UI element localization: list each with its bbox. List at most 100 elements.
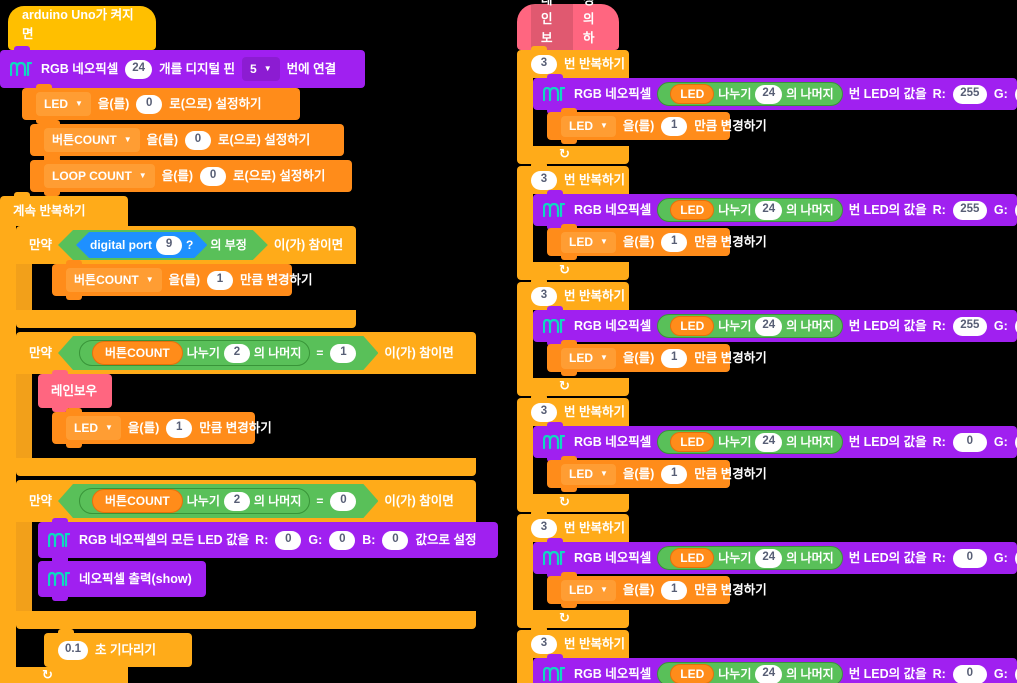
forever-loop-footer[interactable]: ↻ [0,667,128,683]
if-3-body[interactable]: RGB 네오픽셀의 모든 LED 값을 R: 0 G: 0 B: 0 값으로 설… [32,518,498,611]
neopixel-all-r-value[interactable]: 0 [275,530,302,550]
neopixel-show-block-left[interactable]: 네오픽셀 출력(show) [38,557,206,601]
if-1-body[interactable]: 버튼COUNT ▼ 을(를) 1 만큼 변경하기 [32,260,312,310]
repeat-1-footer[interactable]: ↻ [517,146,629,164]
repeat-2-footer[interactable]: ↻ [517,262,629,280]
repeat-3-footer[interactable]: ↻ [517,378,629,396]
variable-reporter-led-2[interactable]: LED [670,200,715,220]
if-2-body[interactable]: 레인보우 LED ▼ 을(를) 1 만큼 변경하기 [32,370,272,458]
neopixel-init-block[interactable]: RGB 네오픽셀 24 개를 디지털 핀 5 ▼ 번에 연결 [0,46,365,88]
set-variable-led-block[interactable]: LED ▼ 을(를) 0 로(으로) 설정하기 [22,84,300,124]
repeat-5-footer[interactable]: ↻ [517,610,629,628]
change-variable-buttoncount-block[interactable]: 버튼COUNT ▼ 을(를) 1 만큼 변경하기 [52,260,312,300]
modulo-6-value[interactable]: 24 [755,664,783,683]
neo-3-g-value[interactable]: 255 [1014,316,1017,336]
change-4-value[interactable]: 1 [661,464,688,484]
define-rainbow-hat-block[interactable]: 레인보우 정의하기 [517,0,619,69]
wait-seconds-value[interactable]: 0.1 [58,640,88,660]
neo-3-r-value[interactable]: 255 [952,316,987,336]
if-block-buttoncount-odd[interactable]: 만약 버튼COUNT 나누기 2 의 나머지 = 1 [16,332,520,476]
variable-reporter-buttoncount-2[interactable]: 버튼COUNT [92,341,183,365]
variable-reporter-led-6[interactable]: LED [670,664,715,683]
equals-2-compare[interactable]: 1 [330,344,356,363]
neopixel-set-all-block[interactable]: RGB 네오픽셀의 모든 LED 값을 R: 0 G: 0 B: 0 값으로 설… [38,518,498,562]
left-script-stack[interactable]: arduino Uno가 켜지면 RGB 네오픽셀 24 개를 디지털 핀 5 … [0,6,520,683]
neo-4-g-value[interactable]: 255 [1014,432,1017,452]
neo-6-g-value[interactable]: 255 [1014,664,1017,683]
digital-port-value[interactable]: 9 [156,236,182,255]
set-var-led-value[interactable]: 0 [136,94,163,114]
equals-3-compare[interactable]: 0 [330,492,356,511]
variable-reporter-led-5[interactable]: LED [670,548,715,568]
modulo-1-value[interactable]: 24 [755,84,783,104]
digital-port-sensing-block[interactable]: digital port 9 ? [76,232,207,258]
modulo-operator-block-3[interactable]: 버튼COUNT 나누기 2 의 나머지 [79,488,310,514]
change-1-value[interactable]: 1 [661,116,688,136]
neopixel-pin-dropdown[interactable]: 5 ▼ [242,57,280,81]
equals-operator-block-3[interactable]: 버튼COUNT 나누기 2 의 나머지 = 0 [58,484,378,518]
if-block-2-header[interactable]: 만약 버튼COUNT 나누기 2 의 나머지 = 1 [16,332,476,374]
change-var-led-dropdown-1[interactable]: LED▼ [561,115,616,137]
neo-1-r-value[interactable]: 255 [952,84,987,104]
set-variable-buttoncount-block[interactable]: 버튼COUNT ▼ 을(를) 0 로(으로) 설정하기 [30,120,344,160]
if-block-3-header[interactable]: 만약 버튼COUNT 나누기 2 의 나머지 = 0 [16,480,476,522]
set-var-buttoncount-dropdown[interactable]: 버튼COUNT ▼ [44,128,140,152]
modulo-5-value[interactable]: 24 [755,548,783,568]
if-block-buttoncount-even[interactable]: 만약 버튼COUNT 나누기 2 의 나머지 = 0 [16,480,520,629]
forever-loop-block[interactable]: 계속 반복하기 만약 digital port 9 ? [0,192,520,683]
neo-5-r-value[interactable]: 0 [952,548,987,568]
neo-4-r-value[interactable]: 0 [952,432,987,452]
repeat-5-count[interactable]: 3 [531,518,557,538]
neopixel-all-g-value[interactable]: 0 [329,530,356,550]
if-1-footer[interactable] [16,310,356,328]
neopixel-all-b-value[interactable]: 0 [382,530,409,550]
change-var-led-dropdown[interactable]: LED ▼ [66,416,121,440]
if-block-1-header[interactable]: 만약 digital port 9 ? 의 부정 이(가) 참이면 [16,226,356,264]
repeat-4-footer[interactable]: ↻ [517,494,629,512]
set-var-led-dropdown[interactable]: LED ▼ [36,92,91,116]
neo-2-g-value[interactable]: 100 [1014,200,1017,220]
custom-block-rainbow-call[interactable]: 레인보우 [38,370,112,412]
modulo-3-divisor[interactable]: 2 [224,492,250,511]
if-block-digital-port[interactable]: 만약 digital port 9 ? 의 부정 이(가) 참이면 [16,226,520,328]
change-var-buttoncount-dropdown[interactable]: 버튼COUNT ▼ [66,268,162,292]
forever-loop-body[interactable]: 만약 digital port 9 ? 의 부정 이(가) 참이면 [16,226,520,671]
set-var-loopcount-dropdown[interactable]: LOOP COUNT ▼ [44,164,155,188]
if-2-footer[interactable] [16,458,476,476]
modulo-3-value[interactable]: 24 [755,316,783,336]
repeat-6-count[interactable]: 3 [531,634,557,654]
variable-reporter-led-1[interactable]: LED [670,84,715,104]
neo-2-r-value[interactable]: 255 [952,200,987,220]
neo-6-r-value[interactable]: 0 [952,664,987,683]
variable-reporter-led-4[interactable]: LED [670,432,715,452]
change-3-value[interactable]: 1 [661,348,688,368]
neo-5-g-value[interactable]: 0 [1014,548,1017,568]
equals-operator-block-2[interactable]: 버튼COUNT 나누기 2 의 나머지 = 1 [58,336,378,370]
forever-loop-header[interactable]: 계속 반복하기 [0,192,128,226]
change-2-value[interactable]: 1 [661,232,688,252]
repeat-1-count[interactable]: 3 [531,54,557,74]
variable-reporter-buttoncount-3[interactable]: 버튼COUNT [92,489,183,513]
